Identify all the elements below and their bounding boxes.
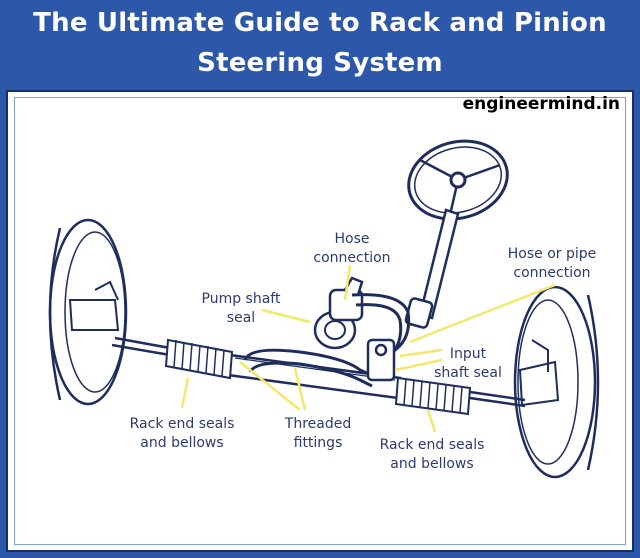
label-pump-shaft-line-2: seal xyxy=(227,310,255,326)
tie-rods xyxy=(111,336,526,408)
label-input-shaft-line-2: shaft seal xyxy=(434,365,502,381)
label-hose-connection-line-2: connection xyxy=(313,250,390,266)
callout-hose-connection: Hose connection xyxy=(313,231,390,266)
leader-lines xyxy=(180,264,556,433)
site-watermark: engineermind.in xyxy=(462,94,620,114)
steering-column xyxy=(404,208,460,329)
hoses xyxy=(243,293,411,388)
right-wheel xyxy=(513,285,600,479)
callout-rack-end-left: Rack end seals and bellows xyxy=(130,416,235,451)
right-bellows xyxy=(394,376,472,416)
label-rack-end-right-line-1: Rack end seals xyxy=(380,437,485,453)
label-hose-pipe-line-1: Hose or pipe xyxy=(508,246,597,262)
label-input-shaft-line-1: Input xyxy=(450,346,487,362)
power-steering-pump xyxy=(313,276,364,350)
callout-input-shaft-seal: Input shaft seal xyxy=(434,346,502,381)
callout-rack-end-right: Rack end seals and bellows xyxy=(380,437,485,472)
callout-threaded-fittings: Threaded fittings xyxy=(284,416,351,451)
inner-border xyxy=(14,97,626,545)
left-bellows xyxy=(164,338,234,380)
label-pump-shaft-line-1: Pump shaft xyxy=(202,291,281,307)
label-threaded-line-2: fittings xyxy=(294,435,343,451)
left-wheel xyxy=(48,218,128,406)
header: The Ultimate Guide to Rack and Pinion St… xyxy=(0,0,640,90)
label-hose-connection-line-1: Hose xyxy=(335,231,370,247)
title-line-1: The Ultimate Guide to Rack and Pinion xyxy=(33,8,607,38)
pinion-valve xyxy=(366,338,396,382)
label-rack-end-left-line-1: Rack end seals xyxy=(130,416,235,432)
label-rack-end-left-line-2: and bellows xyxy=(140,435,223,451)
title-line-2: Steering System xyxy=(197,48,443,78)
callout-hose-pipe-connection: Hose or pipe connection xyxy=(508,246,597,281)
callout-pump-shaft-seal: Pump shaft seal xyxy=(202,291,281,326)
steering-wheel xyxy=(407,139,509,221)
label-threaded-line-1: Threaded xyxy=(284,416,351,432)
label-rack-end-right-line-2: and bellows xyxy=(390,456,473,472)
label-hose-pipe-line-2: connection xyxy=(513,265,590,281)
